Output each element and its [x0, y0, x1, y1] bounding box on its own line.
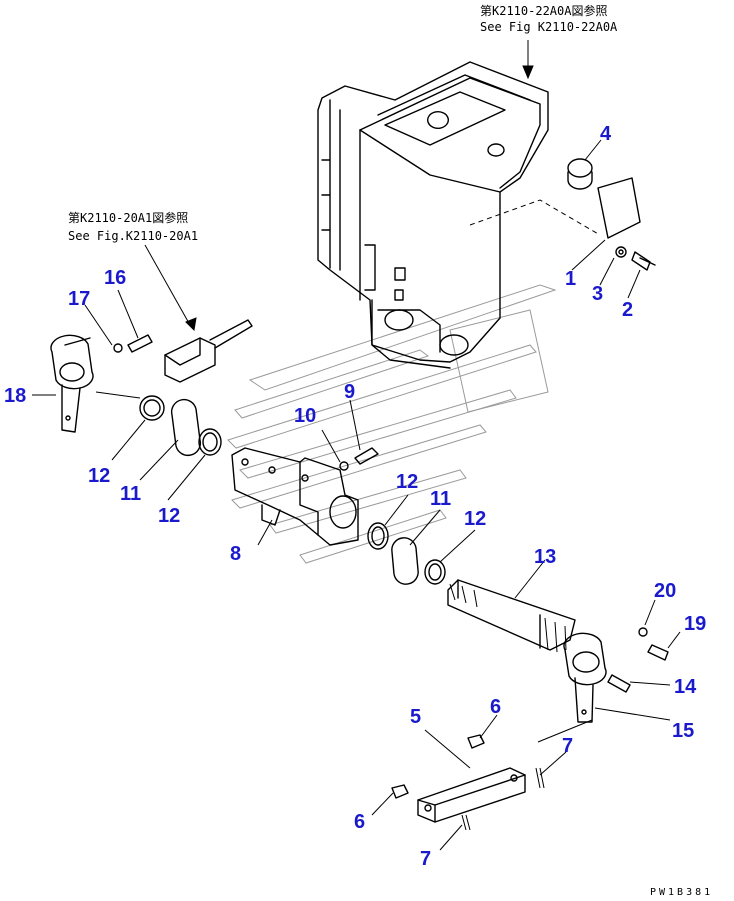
callout-numbers: 4 1 3 2 5 6 6 7 7 8 9 10 11 11 12 12 12 … [4, 123, 706, 870]
callout-15: 15 [672, 720, 694, 742]
callout-10: 10 [294, 405, 316, 427]
callout-14: 14 [674, 676, 697, 698]
callout-13: 13 [534, 546, 556, 568]
callout-1-4: 4 [600, 123, 612, 145]
bracket-8 [231, 447, 359, 546]
callout-11-left: 11 [120, 483, 141, 505]
reference-left-jp: 第K2110-20A1図参照 [68, 210, 188, 225]
washer-bolt-16-17 [113, 334, 153, 353]
callout-7-upper: 7 [562, 735, 573, 757]
callout-12-a: 12 [88, 465, 110, 487]
callout-6-lower: 6 [354, 811, 365, 833]
reference-left: 第K2110-20A1図参照 See Fig.K2110-20A1 [68, 210, 198, 243]
washer-and-bolt-2-3 [615, 246, 656, 271]
right-fasteners-14-19-20 [607, 627, 669, 693]
callout-12-b: 12 [158, 505, 180, 527]
right-lever-15 [563, 632, 607, 723]
callout-7-lower: 7 [420, 848, 431, 870]
frame-housing [317, 61, 601, 369]
callout-6-upper: 6 [490, 696, 501, 718]
callout-11-right: 11 [430, 488, 451, 510]
callout-8: 8 [230, 543, 241, 565]
callout-12-d: 12 [464, 508, 486, 530]
link-bar-5 [391, 734, 545, 831]
reference-top-jp: 第K2110-22A0A図参照 [480, 3, 607, 18]
callout-16: 16 [104, 267, 126, 289]
left-lever-18 [50, 334, 94, 433]
callout-9: 9 [344, 381, 355, 403]
right-bushings-11-12 [367, 522, 446, 585]
watermark-logo [227, 284, 557, 564]
reference-left-en: See Fig.K2110-20A1 [68, 229, 198, 243]
left-shaft-ref [164, 319, 253, 383]
callout-12-c: 12 [396, 471, 418, 493]
callout-18: 18 [4, 385, 26, 407]
leader-lines [32, 40, 681, 851]
drawing-code: PW1B381 [650, 887, 713, 898]
fitting-9-10 [339, 447, 379, 471]
shaft-13 [447, 579, 576, 653]
callout-17: 17 [68, 288, 90, 310]
callout-2: 2 [622, 299, 633, 321]
callout-20: 20 [654, 580, 676, 602]
reference-top-en: See Fig K2110-22A0A [480, 20, 618, 34]
left-bushings-11-12 [139, 395, 222, 457]
callout-5: 5 [410, 706, 421, 728]
reference-top: 第K2110-22A0A図参照 See Fig K2110-22A0A [480, 3, 618, 34]
callout-1: 1 [565, 268, 576, 290]
callout-19: 19 [684, 613, 706, 635]
cover-plate [567, 158, 641, 239]
callout-3: 3 [592, 283, 603, 305]
